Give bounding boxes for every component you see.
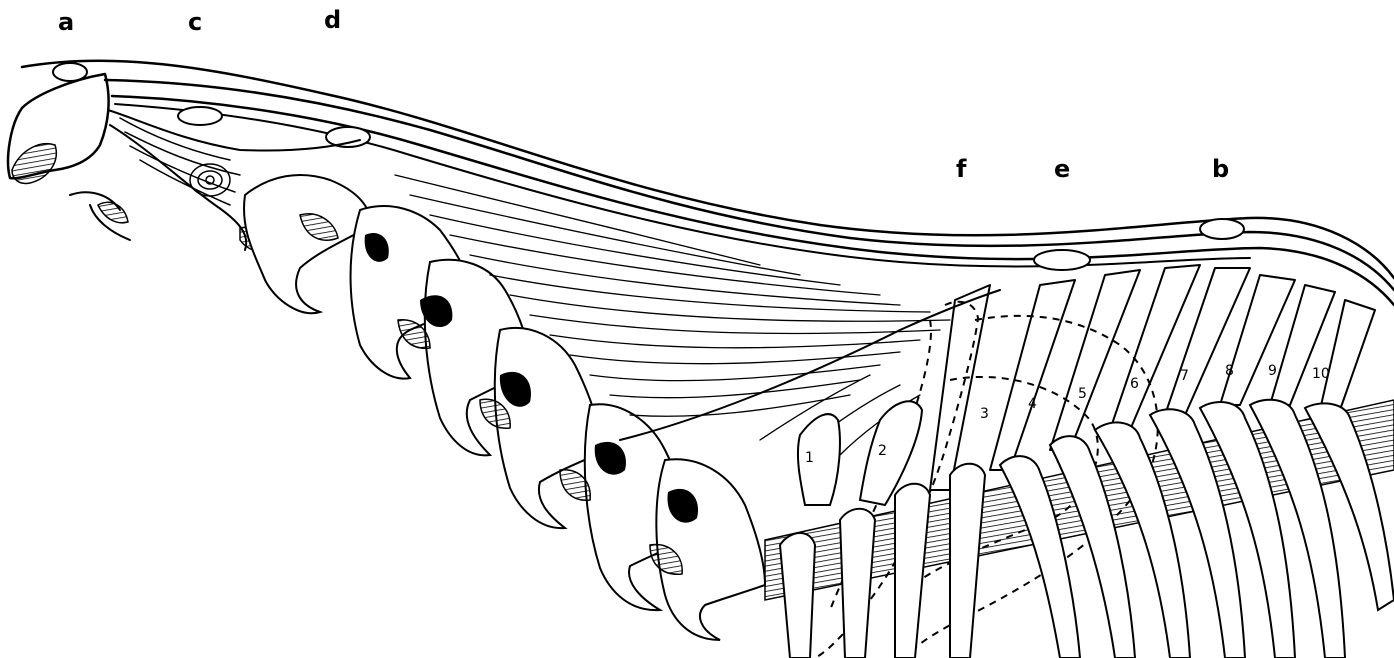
label-b: b: [1212, 155, 1229, 183]
label-f: f: [956, 155, 967, 183]
skull-occiput: [8, 74, 130, 240]
rib-label-1: 1: [805, 450, 814, 466]
rib-label-2: 2: [878, 443, 887, 459]
label-a: a: [58, 8, 74, 36]
rib-label-4: 4: [1028, 396, 1037, 412]
letter-labels: a c d f e b: [58, 6, 1229, 183]
bursa-c: [178, 107, 222, 125]
rib-label-6: 6: [1130, 376, 1139, 392]
label-d: d: [324, 6, 341, 34]
rib-label-9: 9: [1268, 363, 1277, 379]
nuchal-ligament: [22, 61, 1394, 305]
rib-label-7: 7: [1180, 368, 1189, 384]
rib-label-8: 8: [1225, 363, 1234, 379]
bursa-b: [1200, 219, 1244, 239]
cervical-vertebrae: [244, 175, 765, 640]
bursa-e: [1034, 250, 1090, 270]
label-c: c: [188, 8, 202, 36]
rib-label-5: 5: [1078, 386, 1087, 402]
rib-label-10: 10: [1312, 366, 1330, 382]
thoracic-vertebrae: [765, 400, 1394, 658]
rib-label-3: 3: [980, 406, 989, 422]
label-e: e: [1054, 155, 1070, 183]
bursa-d: [326, 127, 370, 147]
